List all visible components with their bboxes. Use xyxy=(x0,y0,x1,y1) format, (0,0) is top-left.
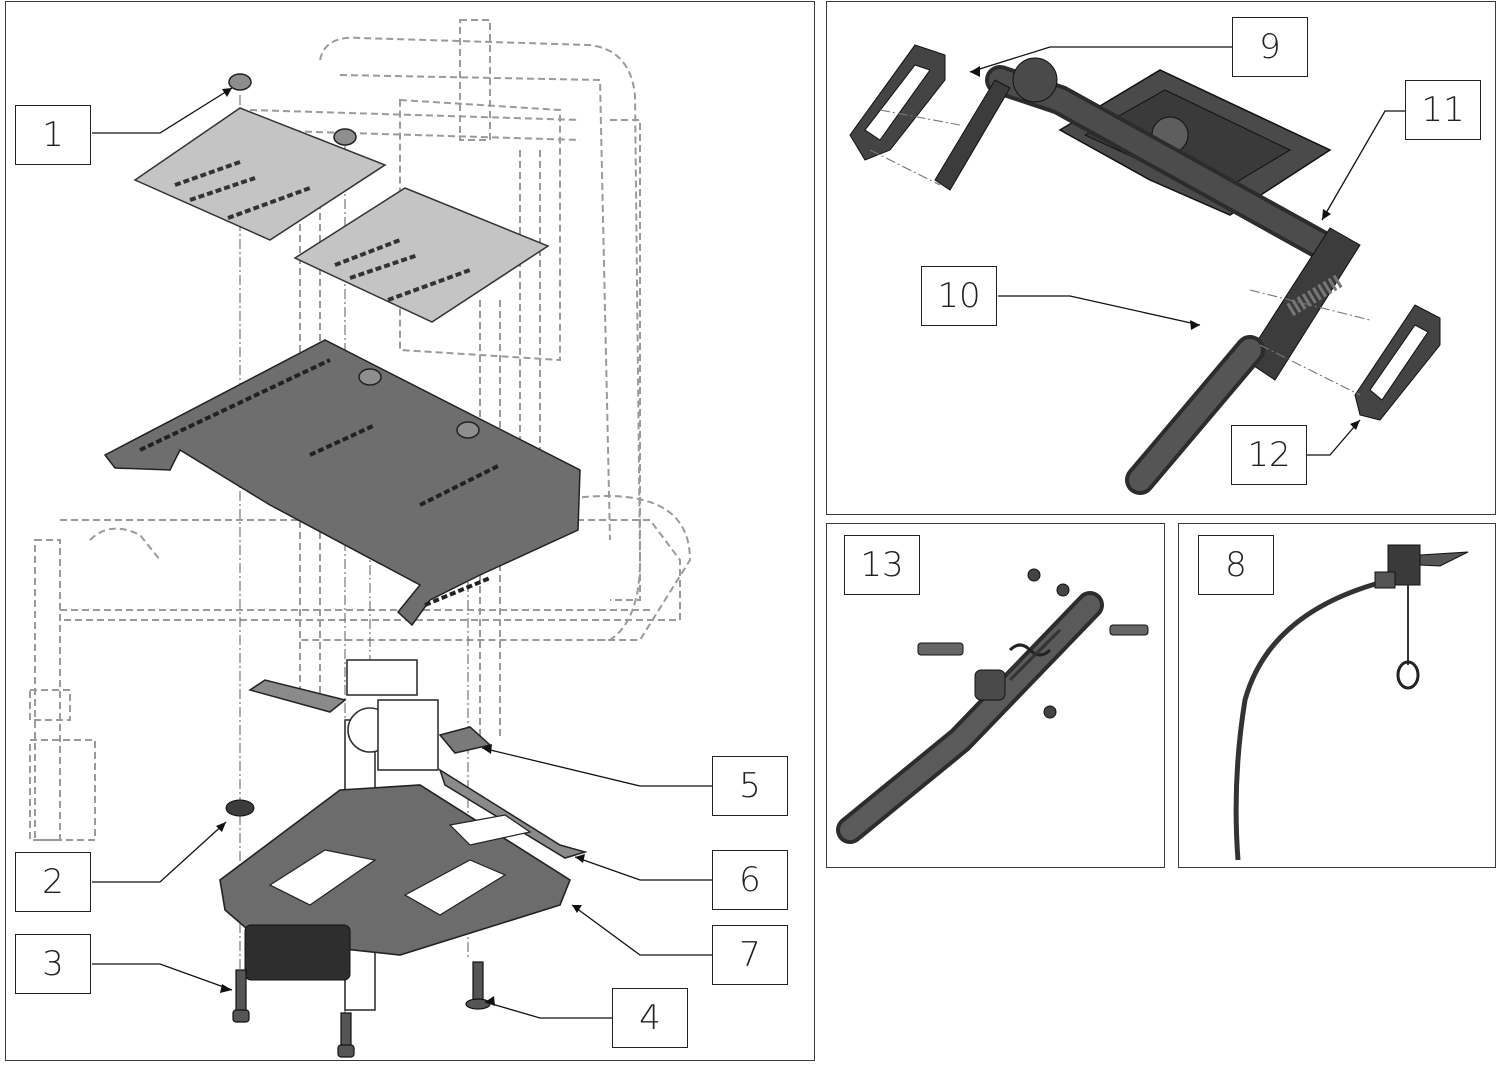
callout-5: 5 xyxy=(712,756,788,816)
footrest-assembly xyxy=(849,44,1441,495)
callout-10: 10 xyxy=(921,266,997,326)
strip-part-5 xyxy=(248,679,492,754)
callout-11: 11 xyxy=(1405,80,1481,140)
cable-detail xyxy=(1233,544,1469,861)
callout-12: 12 xyxy=(1231,425,1307,485)
seat-plate-small-right xyxy=(293,187,550,323)
callout-7: 7 xyxy=(712,925,788,985)
strip-part-6 xyxy=(438,768,588,859)
callout-2: 2 xyxy=(15,852,91,912)
washer-part-1 xyxy=(228,73,480,439)
leader-lines-main xyxy=(92,87,712,1019)
leader-arrowheads-footrest xyxy=(970,66,1360,430)
callout-13: 13 xyxy=(844,535,920,595)
seat-plate-small-left xyxy=(133,107,387,241)
callout-8: 8 xyxy=(1198,535,1274,595)
hanger-detail xyxy=(836,568,1149,844)
ghost-frame xyxy=(29,19,692,841)
callout-3: 3 xyxy=(15,934,91,994)
footplate-part-7 xyxy=(219,784,571,981)
callout-6: 6 xyxy=(712,850,788,910)
assembly-lines-footrest xyxy=(869,109,1371,396)
callout-4: 4 xyxy=(612,988,688,1048)
screw-part-3 xyxy=(232,969,355,1058)
leader-arrowheads-main xyxy=(216,88,585,1006)
leader-lines-footrest xyxy=(969,46,1405,456)
screw-part-4 xyxy=(465,961,491,1010)
seat-plate-large xyxy=(103,339,581,627)
callout-9: 9 xyxy=(1232,17,1308,77)
callout-1: 1 xyxy=(15,105,91,165)
